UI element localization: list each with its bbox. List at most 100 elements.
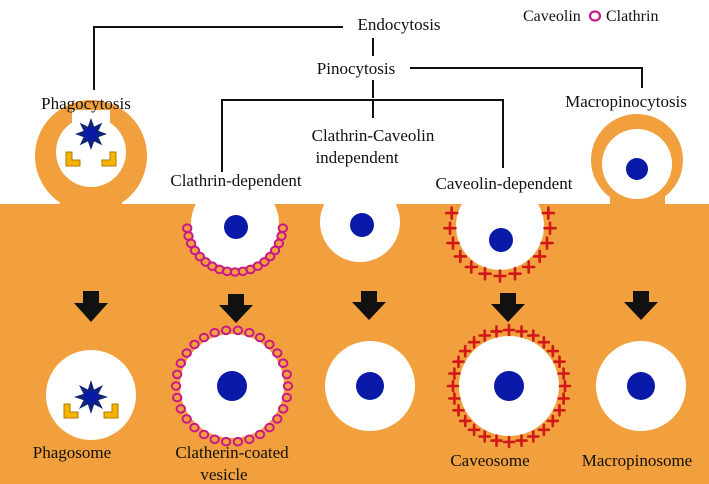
pinocytosis-label: Pinocytosis — [317, 59, 395, 78]
caveolin-cross-icon — [490, 434, 503, 447]
caveolin-cross-icon — [453, 249, 468, 264]
clathrin-ring-icon — [194, 251, 206, 262]
caveolin-cross-icon — [532, 249, 547, 264]
macropinocytosis-cargo — [626, 158, 648, 180]
endocytosis-label: Endocytosis — [357, 15, 440, 34]
caveolin-cross-icon — [541, 206, 556, 220]
caveolin-cross-icon — [467, 423, 481, 437]
clathrin-dependent-label: Clathrin-dependent — [170, 171, 302, 190]
caveolin-cross-icon — [467, 335, 481, 349]
macropinosome-label: Macropinosome — [582, 451, 692, 470]
phagocytosis-label: Phagocytosis — [41, 94, 131, 113]
caveolin-cross-icon — [553, 355, 566, 368]
caveolin-cross-icon — [490, 325, 503, 338]
legend-caveolin-label: Caveolin — [523, 8, 581, 25]
receptor-icon — [101, 151, 117, 167]
caveolin-cross-icon — [448, 367, 461, 380]
caveolin-cross-icon — [521, 260, 536, 274]
clathrin-ring-icon — [209, 327, 220, 338]
caveolin-cross-icon — [527, 329, 540, 342]
clathrin-ring-icon — [265, 251, 276, 262]
receptor-icon — [103, 403, 119, 419]
caveolin-cross-icon — [502, 435, 516, 449]
caveolin-coat-ring — [446, 323, 572, 449]
clathrin-coat-ring — [170, 325, 294, 447]
caveolin-cross-icon — [553, 404, 566, 417]
clathrin-ring-icon — [264, 339, 275, 350]
phagosome-label: Phagosome — [33, 443, 111, 462]
caveolin-cross-icon — [546, 414, 560, 428]
caveolin-cross-icon — [546, 344, 560, 358]
macropinocytosis-cup — [591, 114, 683, 210]
clathrin-ring-icon — [281, 392, 292, 403]
caveolin-cross-icon — [537, 335, 551, 349]
clathrin-ring-icon — [181, 414, 192, 424]
down-arrow-icon — [219, 294, 253, 323]
clathrin-ring-icon — [232, 436, 244, 447]
caveolin-cross-icon — [444, 206, 459, 220]
clathrin-ring-icon — [220, 436, 232, 447]
clathrin-ring-icon — [207, 261, 218, 272]
caveolin-coat-arc — [443, 206, 557, 283]
independent-budding-vesicle — [320, 182, 400, 262]
clathrin-ring-icon — [189, 422, 200, 433]
phagocytosis-cargo — [65, 118, 117, 167]
connector-branches-bar — [221, 99, 504, 172]
caveolin-cross-icon — [478, 266, 492, 281]
clathrin-ring-icon — [244, 327, 255, 338]
vesicle-label: vesicle — [200, 465, 247, 484]
clathrin-coated-vesicle — [180, 334, 284, 438]
clathrin-ring-icon — [588, 10, 602, 22]
clathrin-ring-icon — [259, 257, 270, 267]
caveosome-label: Caveosome — [450, 451, 529, 470]
legend: Caveolin Clathrin — [523, 8, 658, 25]
clathrin-ring-icon — [198, 429, 210, 440]
caveolin-cross-icon — [557, 392, 570, 405]
caveolin-cross-icon — [452, 355, 465, 368]
clathrin-ring-icon — [282, 381, 294, 391]
clathrin-ring-icon — [278, 358, 289, 369]
pathogen-core-icon — [84, 390, 98, 404]
connector-endocytosis-phagocytosis — [93, 26, 343, 90]
clathrin-ring-icon — [170, 381, 182, 391]
clathrin-coated-label: Clatherin-coated — [175, 443, 289, 462]
caveolin-cross-icon — [558, 379, 572, 393]
pathogen-core-icon — [84, 127, 98, 141]
phagocytosis-cup — [35, 100, 147, 212]
clathrin-ring-icon — [182, 223, 193, 233]
caveolin-cross-icon — [527, 430, 540, 443]
caveolin-cross-icon — [448, 392, 461, 405]
independent-label: independent — [315, 148, 398, 167]
down-arrow-icon — [352, 291, 386, 320]
clathrin-ring-icon — [281, 369, 292, 380]
caveolin-cross-icon — [458, 344, 472, 358]
down-arrow-icon — [491, 293, 525, 322]
clathrin-ring-icon — [209, 434, 220, 445]
clathrin-ring-icon — [198, 332, 210, 343]
down-arrow-icon — [624, 291, 658, 320]
caveolin-cross-icon — [515, 434, 528, 447]
caveosome-vesicle — [459, 336, 559, 436]
clathrin-ring-icon — [220, 325, 232, 336]
clathrin-ring-icon — [200, 257, 211, 267]
caveolin-cross-icon — [493, 269, 507, 283]
legend-clathrin-label: Clathrin — [606, 8, 658, 25]
caveolin-cross-icon — [458, 414, 472, 428]
caveolin-cross-icon — [443, 221, 457, 235]
caveolin-cross-icon — [502, 323, 516, 337]
clathrin-ring-icon — [264, 422, 275, 433]
clathrin-ring-icon — [172, 369, 183, 380]
caveolin-dependent-label: Caveolin-dependent — [436, 174, 573, 193]
caveolin-cross-icon — [557, 367, 570, 380]
caveolin-cross-icon — [515, 325, 528, 338]
clathrin-caveolin-label: Clathrin-Caveolin — [312, 126, 435, 145]
macropinosome-vesicle — [596, 341, 686, 431]
clathrin-ring-icon — [172, 392, 183, 403]
caveolin-cross-icon — [478, 329, 491, 342]
caveolin-cross-icon — [537, 423, 551, 437]
clathrin-coat-arc — [182, 223, 288, 277]
clathrin-ring-icon — [272, 414, 283, 424]
clathrin-ring-icon — [175, 358, 187, 369]
